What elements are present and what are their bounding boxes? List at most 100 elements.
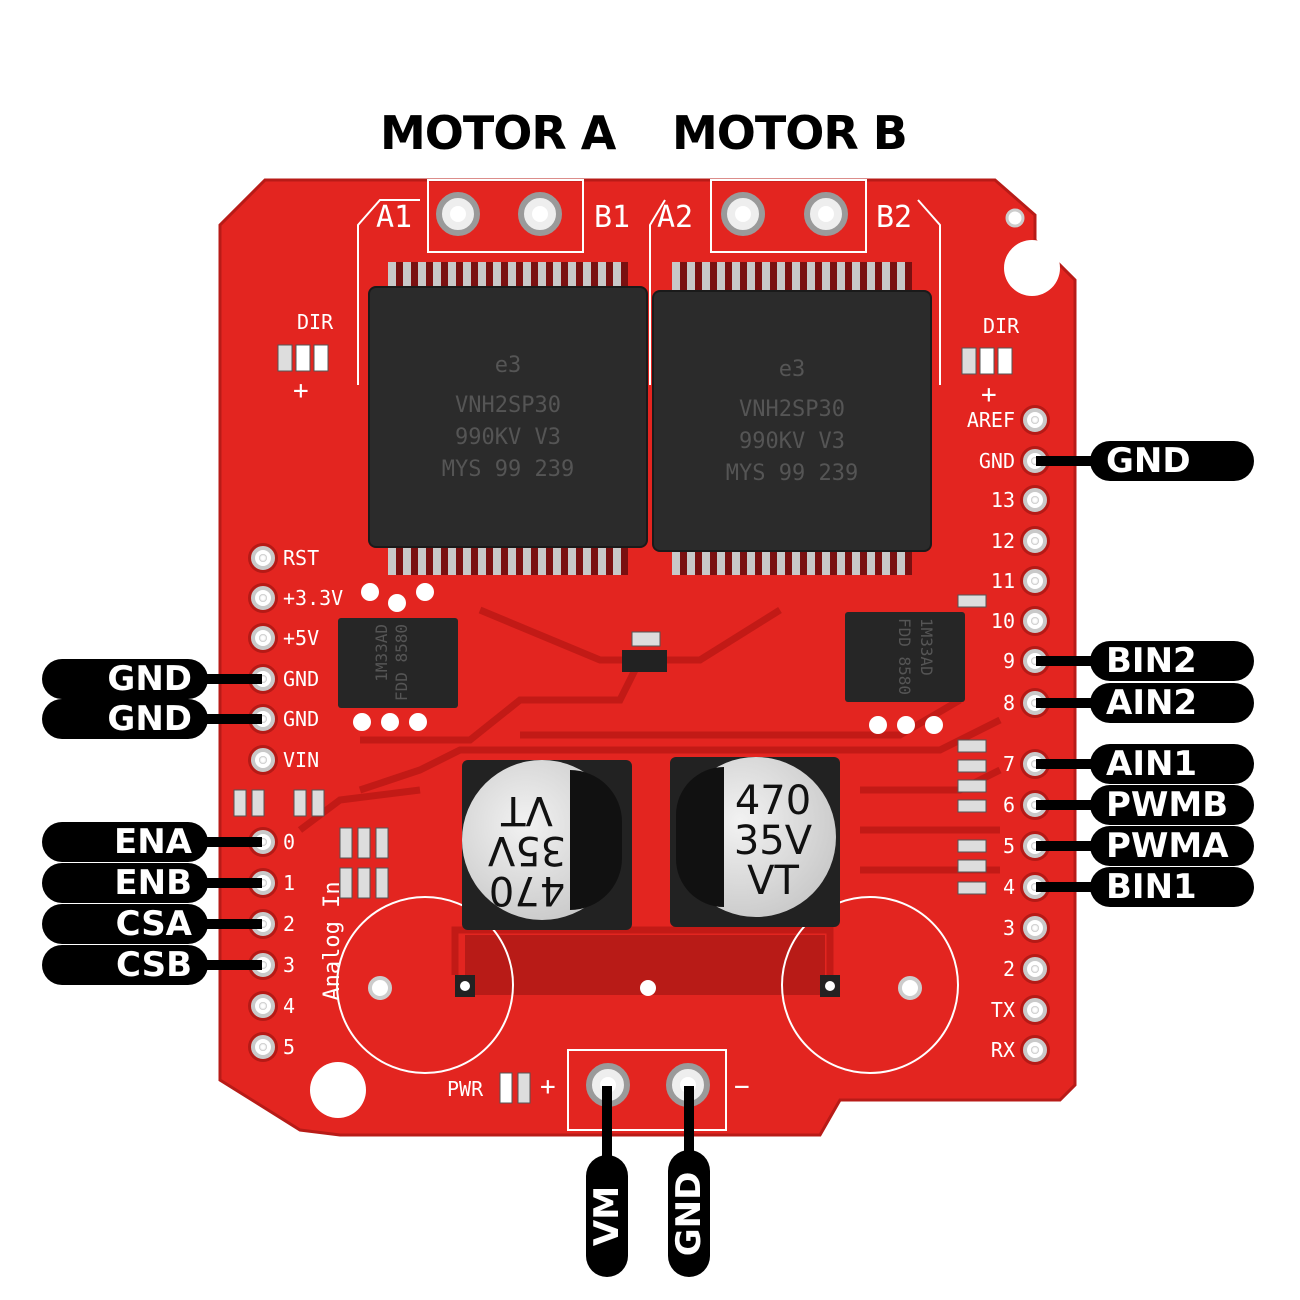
gnd-bottom-wire xyxy=(684,1086,694,1166)
header-label-left: 1 xyxy=(283,871,296,895)
mosfet-line1: 1M33AD xyxy=(372,624,391,682)
header-pin-right[interactable] xyxy=(1023,957,1047,981)
callout-csb: CSB xyxy=(42,945,208,985)
header-pin-right[interactable] xyxy=(1023,488,1047,512)
terminal-b1-screw[interactable] xyxy=(518,192,562,236)
chip-line2: 990KV V3 xyxy=(739,429,845,454)
terminal-a1-screw[interactable] xyxy=(436,192,480,236)
callout-enb: ENB xyxy=(42,863,208,903)
cap-value: 470 xyxy=(734,778,812,824)
mosfet-line2: FDD 8580 xyxy=(392,624,411,702)
header-pin-right[interactable] xyxy=(1023,569,1047,593)
plus-right: + xyxy=(981,380,997,410)
copper-traces xyxy=(297,606,1002,975)
header-label-right: 4 xyxy=(1002,875,1015,899)
callout-pwmb: PWMB xyxy=(1090,785,1254,825)
callout-ain1: AIN1 xyxy=(1090,744,1254,784)
header-pin-left[interactable] xyxy=(251,1035,275,1059)
chip-line3: MYS 99 239 xyxy=(725,461,859,486)
header-label-right: 11 xyxy=(990,569,1015,593)
header-pin-left[interactable] xyxy=(251,626,275,650)
cap-series: VT xyxy=(501,787,553,833)
header-pin-left[interactable] xyxy=(251,586,275,610)
mount-hole-top xyxy=(1004,240,1060,296)
plus-left: + xyxy=(293,376,309,406)
label-a2: A2 xyxy=(657,200,694,235)
header-pin-right[interactable] xyxy=(1023,916,1047,940)
header-label-right: AREF xyxy=(966,408,1015,432)
header-label-left: 5 xyxy=(283,1035,296,1059)
header-pin-right[interactable] xyxy=(1023,1038,1047,1062)
callout-bin1: BIN1 xyxy=(1090,867,1254,907)
chip-a-leads-top xyxy=(388,262,628,292)
diode xyxy=(622,650,667,672)
callout-wire-right xyxy=(1036,800,1098,810)
motor-b-title: MOTOR B xyxy=(672,106,908,160)
header-label-left: GND xyxy=(283,667,320,691)
header-label-right: 10 xyxy=(990,609,1015,633)
callout-wire-left xyxy=(200,714,262,724)
header-label-left: VIN xyxy=(283,748,320,772)
callout-bin2: BIN2 xyxy=(1090,641,1254,681)
chip-line1: VNH2SP30 xyxy=(455,393,561,418)
callout-wire-left xyxy=(200,960,262,970)
chip-b-leads-top xyxy=(672,262,912,292)
header-label-right: 12 xyxy=(990,529,1015,553)
header-label-right: 7 xyxy=(1002,752,1015,776)
header-pin-left[interactable] xyxy=(251,994,275,1018)
chip-badge: e3 xyxy=(778,357,806,382)
mosfet-line1: 1M33AD xyxy=(917,618,937,676)
cap-value: 470 xyxy=(488,867,566,913)
header-label-left: +3.3V xyxy=(283,586,344,610)
callout-label: GND xyxy=(669,1171,709,1256)
power-plus-label: + xyxy=(540,1072,556,1102)
chip-a-leads-bottom xyxy=(388,545,628,575)
mount-hole-bottom xyxy=(310,1062,366,1118)
header-label-right: GND xyxy=(978,449,1015,473)
cap-voltage: 35V xyxy=(733,818,813,864)
callout-label: VM xyxy=(587,1185,627,1247)
pwr-label: PWR xyxy=(447,1077,484,1101)
header-label-right: 3 xyxy=(1002,916,1015,940)
label-a1: A1 xyxy=(376,200,413,235)
callout-wire-left xyxy=(200,837,262,847)
header-pin-left[interactable] xyxy=(251,748,275,772)
callout-gnd: GND xyxy=(1090,441,1254,481)
motor-a-title: MOTOR A xyxy=(380,106,616,160)
chip-line2: 990KV V3 xyxy=(455,425,561,450)
callout-wire-left xyxy=(200,878,262,888)
header-pin-right[interactable] xyxy=(1023,998,1047,1022)
callout-wire-left xyxy=(200,919,262,929)
header-label-left: 0 xyxy=(283,830,296,854)
chip-b-leads-bottom xyxy=(672,545,912,575)
callout-gnd-power: GND xyxy=(668,1150,710,1277)
mosfet-left: 1M33AD FDD 8580 xyxy=(338,618,458,708)
chip-badge: e3 xyxy=(494,353,522,378)
terminal-b2-screw[interactable] xyxy=(804,192,848,236)
header-label-right: 13 xyxy=(990,488,1015,512)
callout-ain2: AIN2 xyxy=(1090,683,1254,723)
label-b1: B1 xyxy=(594,200,631,235)
mosfet-right: FDD 8580 1M33AD xyxy=(845,612,965,702)
callout-gnd: GND xyxy=(42,699,208,739)
driver-chip-b: e3 VNH2SP30 990KV V3 MYS 99 239 xyxy=(654,292,930,550)
capacitor-left: 470 35V VT xyxy=(462,760,632,930)
callout-csa: CSA xyxy=(42,904,208,944)
header-pin-right[interactable] xyxy=(1023,529,1047,553)
chip-line1: VNH2SP30 xyxy=(739,397,845,422)
header-pin-right[interactable] xyxy=(1023,408,1047,432)
callout-wire-right xyxy=(1036,841,1098,851)
header-pin-left[interactable] xyxy=(251,546,275,570)
dir-label-left: DIR xyxy=(297,310,334,334)
callout-wire-right xyxy=(1036,698,1098,708)
header-pin-right[interactable] xyxy=(1023,609,1047,633)
chip-line3: MYS 99 239 xyxy=(441,457,575,482)
callout-vm: VM xyxy=(586,1155,628,1277)
terminal-a2-screw[interactable] xyxy=(721,192,765,236)
callout-wire-right xyxy=(1036,882,1098,892)
cap-series: VT xyxy=(747,858,799,904)
vm-wire xyxy=(602,1086,612,1166)
callout-wire-right xyxy=(1036,759,1098,769)
header-label-right: 8 xyxy=(1002,691,1015,715)
callout-ena: ENA xyxy=(42,822,208,862)
